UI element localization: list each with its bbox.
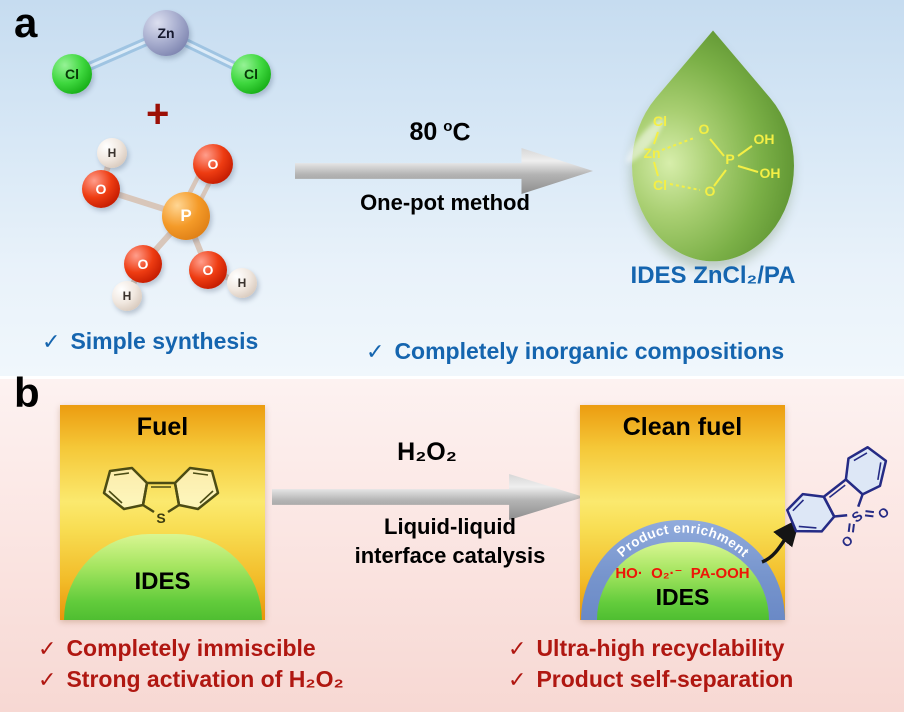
droplet-oh-top: OH <box>754 131 775 147</box>
panel-b-label: b <box>14 369 40 416</box>
check-icon: ✓ <box>508 667 527 692</box>
droplet-structure-svg: Cl Zn Cl O P OH OH O <box>643 113 781 199</box>
atom-h3: H <box>227 268 257 298</box>
temperature-label: 80 oC <box>330 118 550 147</box>
droplet-cl-bottom: Cl <box>653 177 667 193</box>
dbt-molecule-svg: S <box>102 466 220 526</box>
check-label: Completely immiscible <box>66 635 316 661</box>
atom-h1: H <box>97 138 127 168</box>
method-line-1: Liquid-liquid <box>384 514 516 539</box>
reagent-label: H₂O₂ <box>397 438 457 466</box>
check-icon: ✓ <box>38 636 57 661</box>
method-label-b: Liquid-liquid interface catalysis <box>300 512 600 570</box>
droplet-cl-top: Cl <box>653 113 667 129</box>
droplet-o-top: O <box>699 121 710 137</box>
droplet-zn: Zn <box>643 145 660 161</box>
degree-sup: o <box>443 118 453 135</box>
check-label: Strong activation of H₂O₂ <box>66 666 344 692</box>
product-arrow <box>761 517 801 564</box>
sulfone-o-right-label: O <box>875 504 892 522</box>
ides-label: IDES <box>655 584 710 610</box>
check-label: Ultra-high recyclability <box>536 635 785 661</box>
check-item: ✓ Simple synthesis <box>42 328 258 355</box>
check-item: ✓ Completely immiscible <box>38 635 316 662</box>
sulfur-label: S <box>156 510 165 526</box>
droplet-caption: IDES ZnCl₂/PA <box>630 262 796 289</box>
check-icon: ✓ <box>42 329 61 354</box>
fuel-box: Fuel S IDES <box>60 405 265 620</box>
clean-fuel-title: Clean fuel <box>622 413 743 441</box>
sulfone-o-left-label: O <box>839 532 856 550</box>
check-label: Simple synthesis <box>70 328 259 354</box>
atom-zn: Zn <box>143 10 189 56</box>
check-item: ✓ Strong activation of H₂O₂ <box>38 666 344 693</box>
droplet-p: P <box>725 151 734 167</box>
check-label: Completely inorganic compositions <box>394 338 785 364</box>
check-icon: ✓ <box>508 636 527 661</box>
panel-b: b Fuel S IDES H₂O₂ Liquid-liquid <box>0 372 904 712</box>
check-label: Product self-separation <box>536 666 794 692</box>
clean-fuel-box: Clean fuel HO· O₂·⁻ PA-OOH IDES Product … <box>580 405 785 620</box>
method-label-a: One-pot method <box>360 190 530 215</box>
temperature-unit: C <box>452 118 471 147</box>
radicals-label: HO· O₂·⁻ PA-OOH <box>615 565 750 582</box>
atom-o4: O <box>189 251 227 289</box>
plus-sign: + <box>146 92 170 136</box>
atom-o2: O <box>193 144 233 184</box>
check-item: ✓ Completely inorganic compositions <box>366 338 784 365</box>
atom-o3: O <box>124 245 162 283</box>
atom-cl-left: Cl <box>52 54 92 94</box>
ides-label: IDES <box>134 568 191 595</box>
ides-dome-left: IDES <box>63 534 262 620</box>
atom-h2: H <box>112 281 142 311</box>
product-group-svg: S O O <box>761 446 892 564</box>
atom-cl-right: Cl <box>231 54 271 94</box>
panel-a-label: a <box>14 0 38 46</box>
atom-o1: O <box>82 170 120 208</box>
check-item: ✓ Ultra-high recyclability <box>508 635 784 662</box>
check-icon: ✓ <box>366 339 385 364</box>
check-item: ✓ Product self-separation <box>508 666 793 693</box>
sulfone-s-label: S <box>848 507 865 525</box>
sulfone-molecule: S O O <box>786 446 892 550</box>
panel-a: a Cl Cl Zn + H O O O O P H <box>0 0 904 376</box>
fuel-title: Fuel <box>136 413 189 441</box>
temperature-value: 80 <box>409 118 438 147</box>
check-icon: ✓ <box>38 667 57 692</box>
method-line-2: interface catalysis <box>354 543 546 568</box>
atom-p: P <box>162 192 210 240</box>
droplet-oh-bottom: OH <box>760 165 781 181</box>
droplet-o-bottom: O <box>705 183 716 199</box>
